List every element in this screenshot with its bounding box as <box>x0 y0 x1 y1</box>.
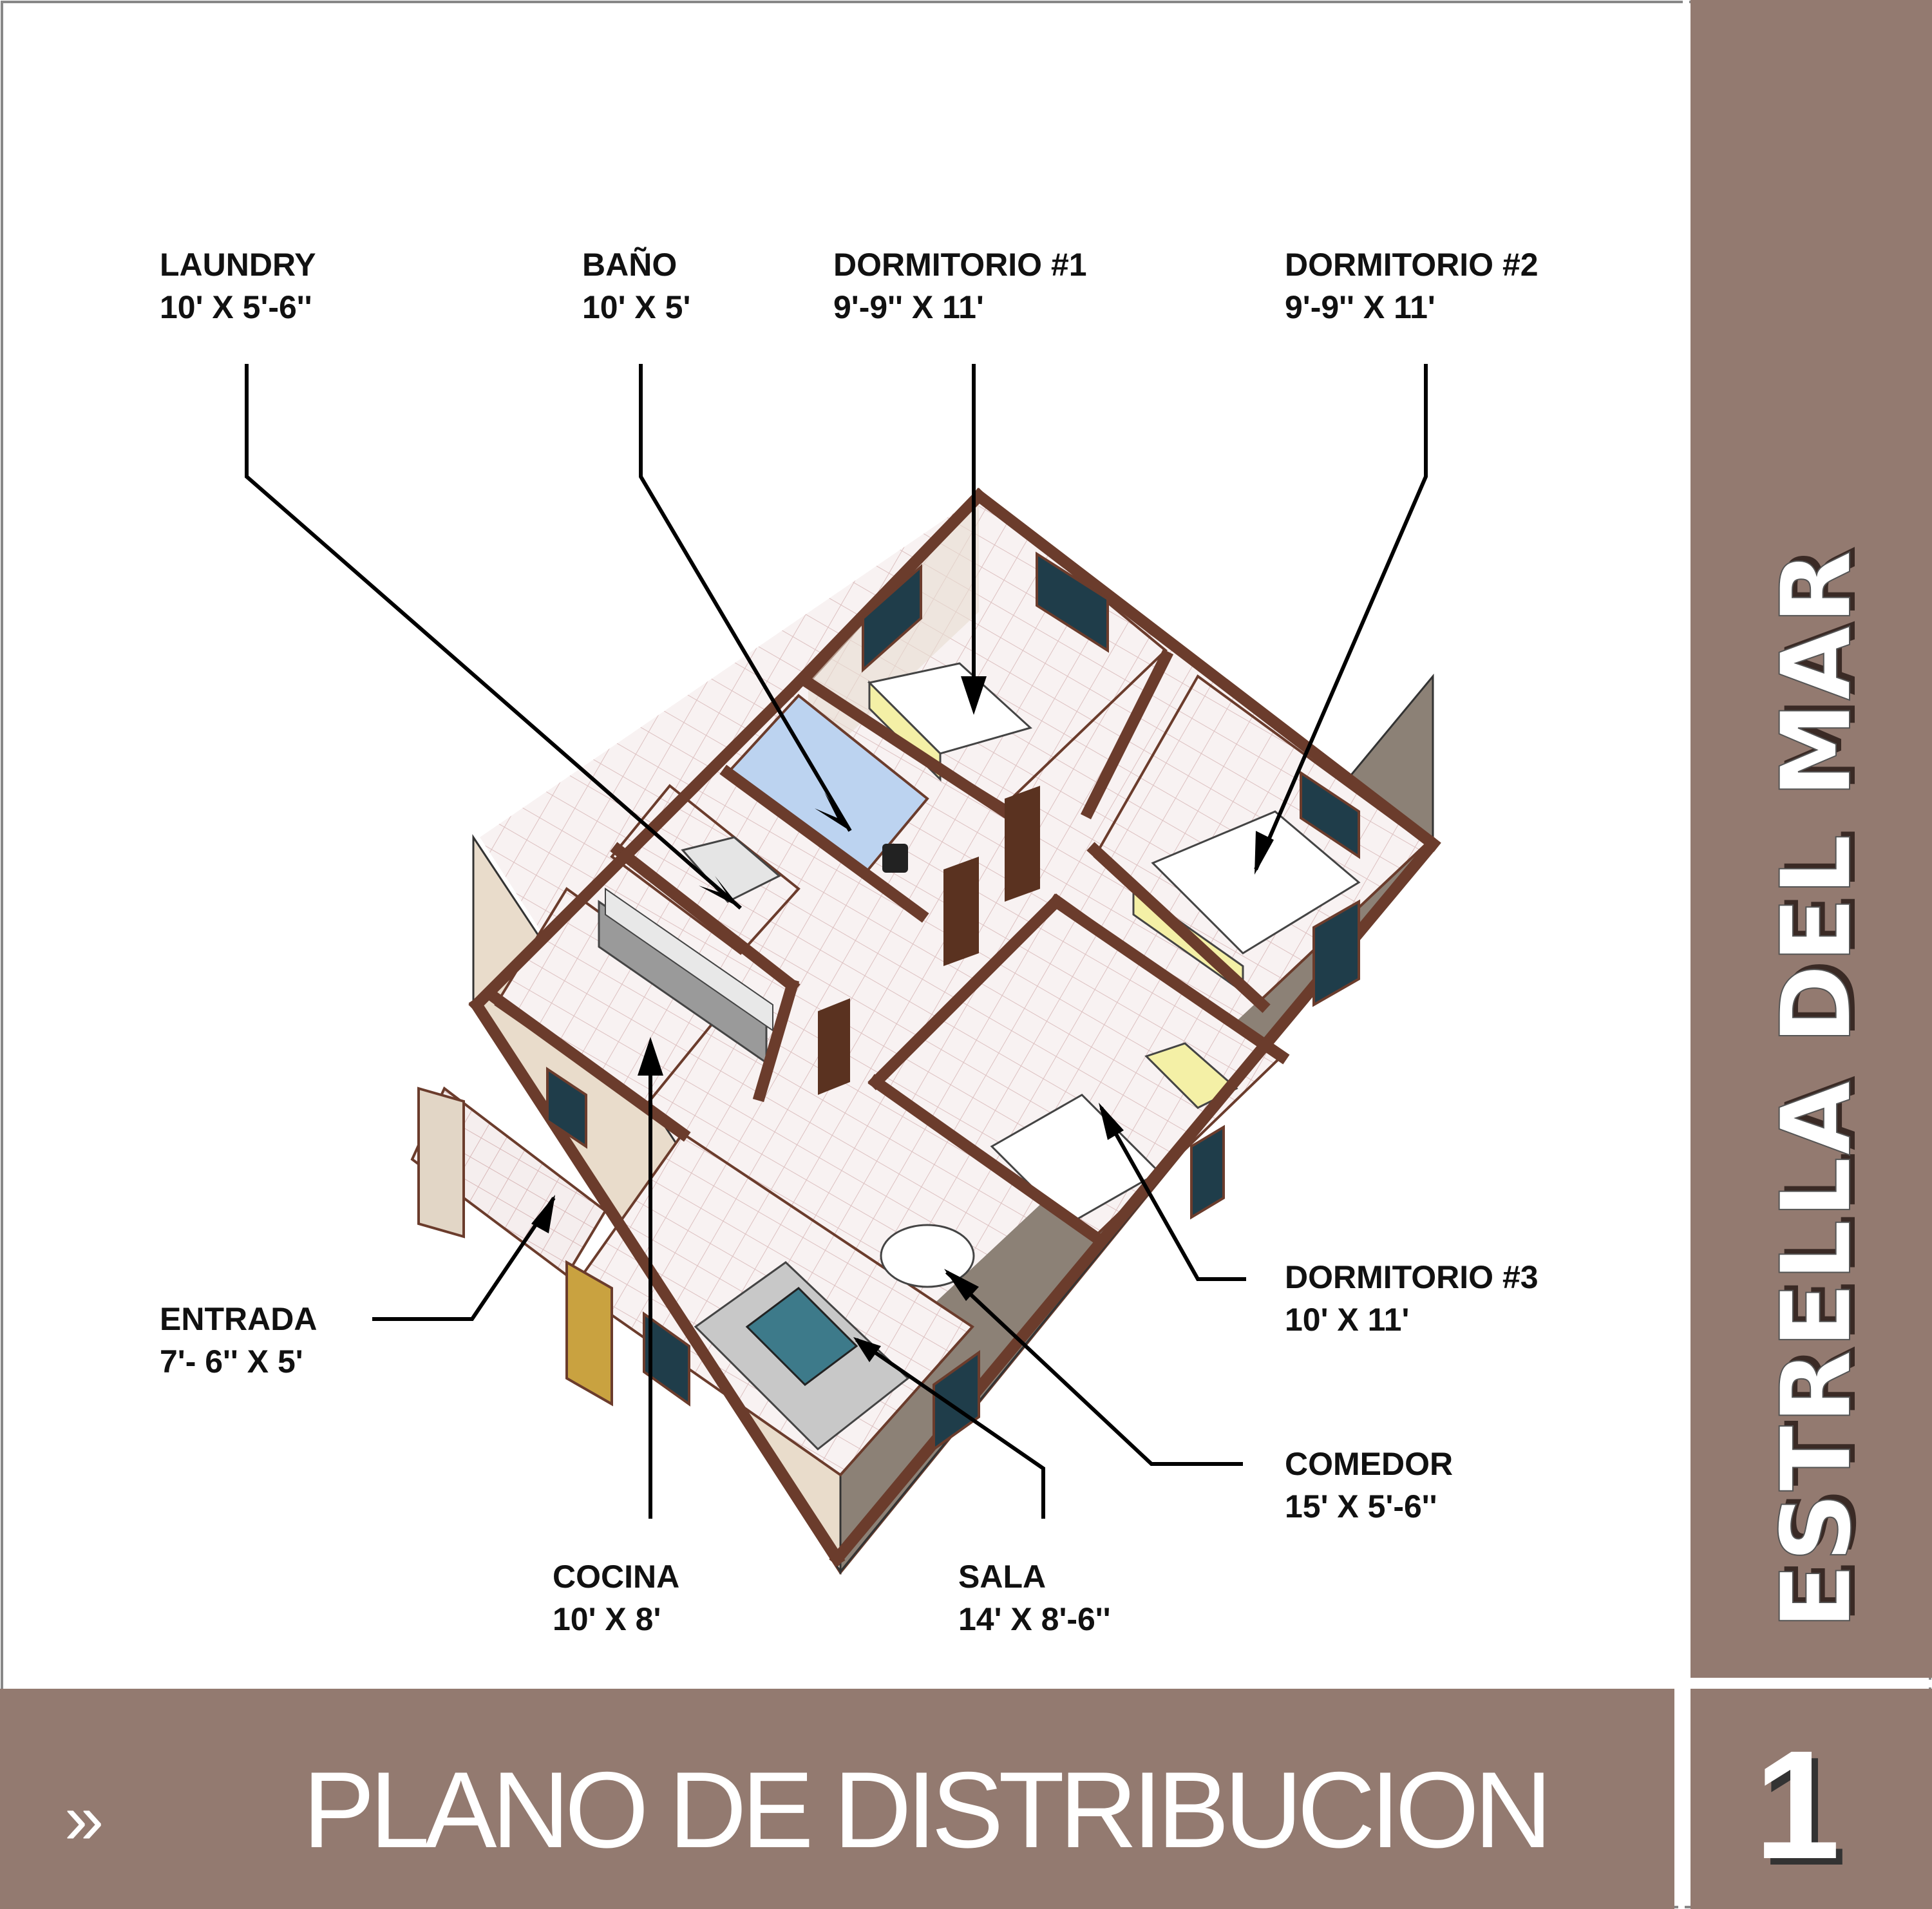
page-number: 1 <box>1754 1718 1840 1891</box>
entrada-wall <box>417 1087 465 1239</box>
arrowhead-cocina <box>638 1037 663 1076</box>
brand-name-shadow: ESTRELLA DEL MAR <box>1766 544 1878 1624</box>
label-entrada-name: ENTRADA <box>160 1301 317 1337</box>
footer-chevron: » <box>64 1780 104 1859</box>
label-sala-size: 14' X 8'-6'' <box>958 1601 1111 1637</box>
leader-sala <box>855 1338 1045 1519</box>
leader-dormitorio-3 <box>1099 1106 1246 1281</box>
label-dormitorio-3: DORMITORIO #3 10' X 11' <box>1285 1256 1539 1341</box>
label-dormitorio-3-size: 10' X 11' <box>1285 1302 1410 1338</box>
bed-dormitorio-2 <box>1151 810 1361 955</box>
label-laundry: LAUNDRY 10' X 5'-6'' <box>160 243 316 328</box>
kitchen-cabinets <box>605 888 773 1032</box>
label-comedor-size: 15' X 5'-6'' <box>1285 1488 1437 1524</box>
label-entrada: ENTRADA 7'- 6'' X 5' <box>160 1298 317 1383</box>
label-sala-name: SALA <box>958 1559 1046 1595</box>
label-dormitorio-1: DORMITORIO #1 9'-9'' X 11' <box>833 243 1087 328</box>
arrowhead-entrada <box>531 1195 555 1233</box>
label-bano-name: BAÑO <box>582 247 677 283</box>
label-cocina-size: 10' X 8' <box>553 1601 661 1637</box>
label-comedor: COMEDOR 15' X 5'-6'' <box>1285 1443 1453 1528</box>
leader-comedor <box>945 1270 1243 1466</box>
label-bano: BAÑO 10' X 5' <box>582 243 690 328</box>
coffee-table <box>745 1287 858 1386</box>
label-cocina-name: COCINA <box>553 1559 680 1595</box>
toilet <box>882 844 908 873</box>
arrowhead-bano <box>815 792 850 831</box>
label-dormitorio-2: DORMITORIO #2 9'-9'' X 11' <box>1285 243 1539 328</box>
brand-panel <box>1690 0 1932 1678</box>
brand-name: ESTRELLA DEL MAR <box>1761 549 1873 1629</box>
windows <box>546 551 1360 1452</box>
label-bano-size: 10' X 5' <box>582 289 691 325</box>
arrowhead-dormitorio-1 <box>961 676 987 715</box>
label-dormitorio-1-name: DORMITORIO #1 <box>833 247 1087 283</box>
leader-lines <box>245 364 1428 1519</box>
page-number-shadow: 1 <box>1761 1725 1846 1897</box>
leader-arrowheads <box>531 676 1274 1362</box>
label-sala: SALA 14' X 8'-6'' <box>958 1555 1111 1640</box>
arrowhead-dormitorio-2 <box>1255 831 1274 875</box>
arrowhead-laundry <box>699 876 741 908</box>
entry-door <box>565 1260 613 1407</box>
leader-entrada <box>372 1197 556 1321</box>
label-comedor-name: COMEDOR <box>1285 1446 1454 1482</box>
house-isometric <box>410 488 1441 1575</box>
arrowhead-sala <box>853 1337 881 1362</box>
leader-bano <box>639 364 852 832</box>
brand-name-group: ESTRELLA DEL MAR ESTRELLA DEL MAR <box>1760 544 1878 1630</box>
label-dormitorio-1-size: 9'-9'' X 11' <box>833 289 984 325</box>
page-number-box <box>1690 1689 1932 1909</box>
leader-dormitorio-2 <box>1254 364 1428 871</box>
label-laundry-name: LAUNDRY <box>160 247 316 283</box>
label-entrada-size: 7'- 6'' X 5' <box>160 1344 303 1380</box>
label-dormitorio-2-size: 9'-9'' X 11' <box>1285 289 1435 325</box>
door-dormitorio-1 <box>1005 786 1040 902</box>
door-bano <box>943 857 979 966</box>
label-dormitorio-2-name: DORMITORIO #2 <box>1285 247 1539 283</box>
footer-title: PLANO DE DISTRIBUCION <box>303 1749 1547 1870</box>
dining-table <box>880 1224 975 1288</box>
leader-laundry <box>245 364 742 910</box>
label-cocina: COCINA 10' X 8' <box>553 1555 679 1640</box>
label-laundry-size: 10' X 5'-6'' <box>160 289 312 325</box>
label-dormitorio-3-name: DORMITORIO #3 <box>1285 1259 1539 1295</box>
arrowhead-comedor <box>944 1269 979 1301</box>
door-laundry <box>818 998 850 1095</box>
arrowhead-dormitorio-3 <box>1099 1103 1124 1140</box>
footer-band <box>0 1689 1674 1909</box>
